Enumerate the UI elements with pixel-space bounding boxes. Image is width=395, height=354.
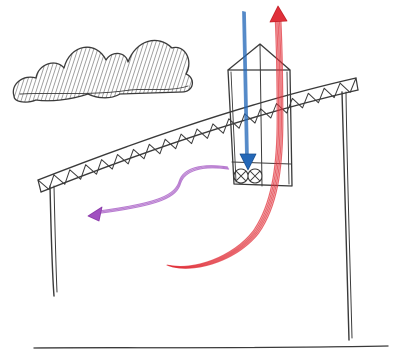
air-flow-stroke (98, 165, 228, 212)
ventilation-tower (227, 43, 293, 187)
roof-truss (37, 77, 359, 193)
arrow-left-icon (87, 165, 230, 222)
air-flow-stroke (172, 18, 284, 269)
air-flow-stroke (99, 166, 229, 213)
air-flow-stroke (244, 11, 249, 160)
building-outline (33, 91, 389, 349)
air-flow-stroke (170, 17, 282, 269)
air-flow-stroke (168, 16, 280, 268)
ground-line (33, 345, 389, 349)
air-flow-stroke (243, 11, 248, 159)
air-flow-stroke (169, 17, 281, 268)
cloud-icon (12, 39, 193, 103)
arrow-down-icon (239, 10, 257, 171)
air-flow-stroke (242, 10, 247, 159)
air-flow-stroke (166, 16, 278, 268)
air-flow-stroke (100, 167, 230, 214)
arrow-up-icon (166, 5, 288, 269)
fan-icon (247, 168, 263, 184)
